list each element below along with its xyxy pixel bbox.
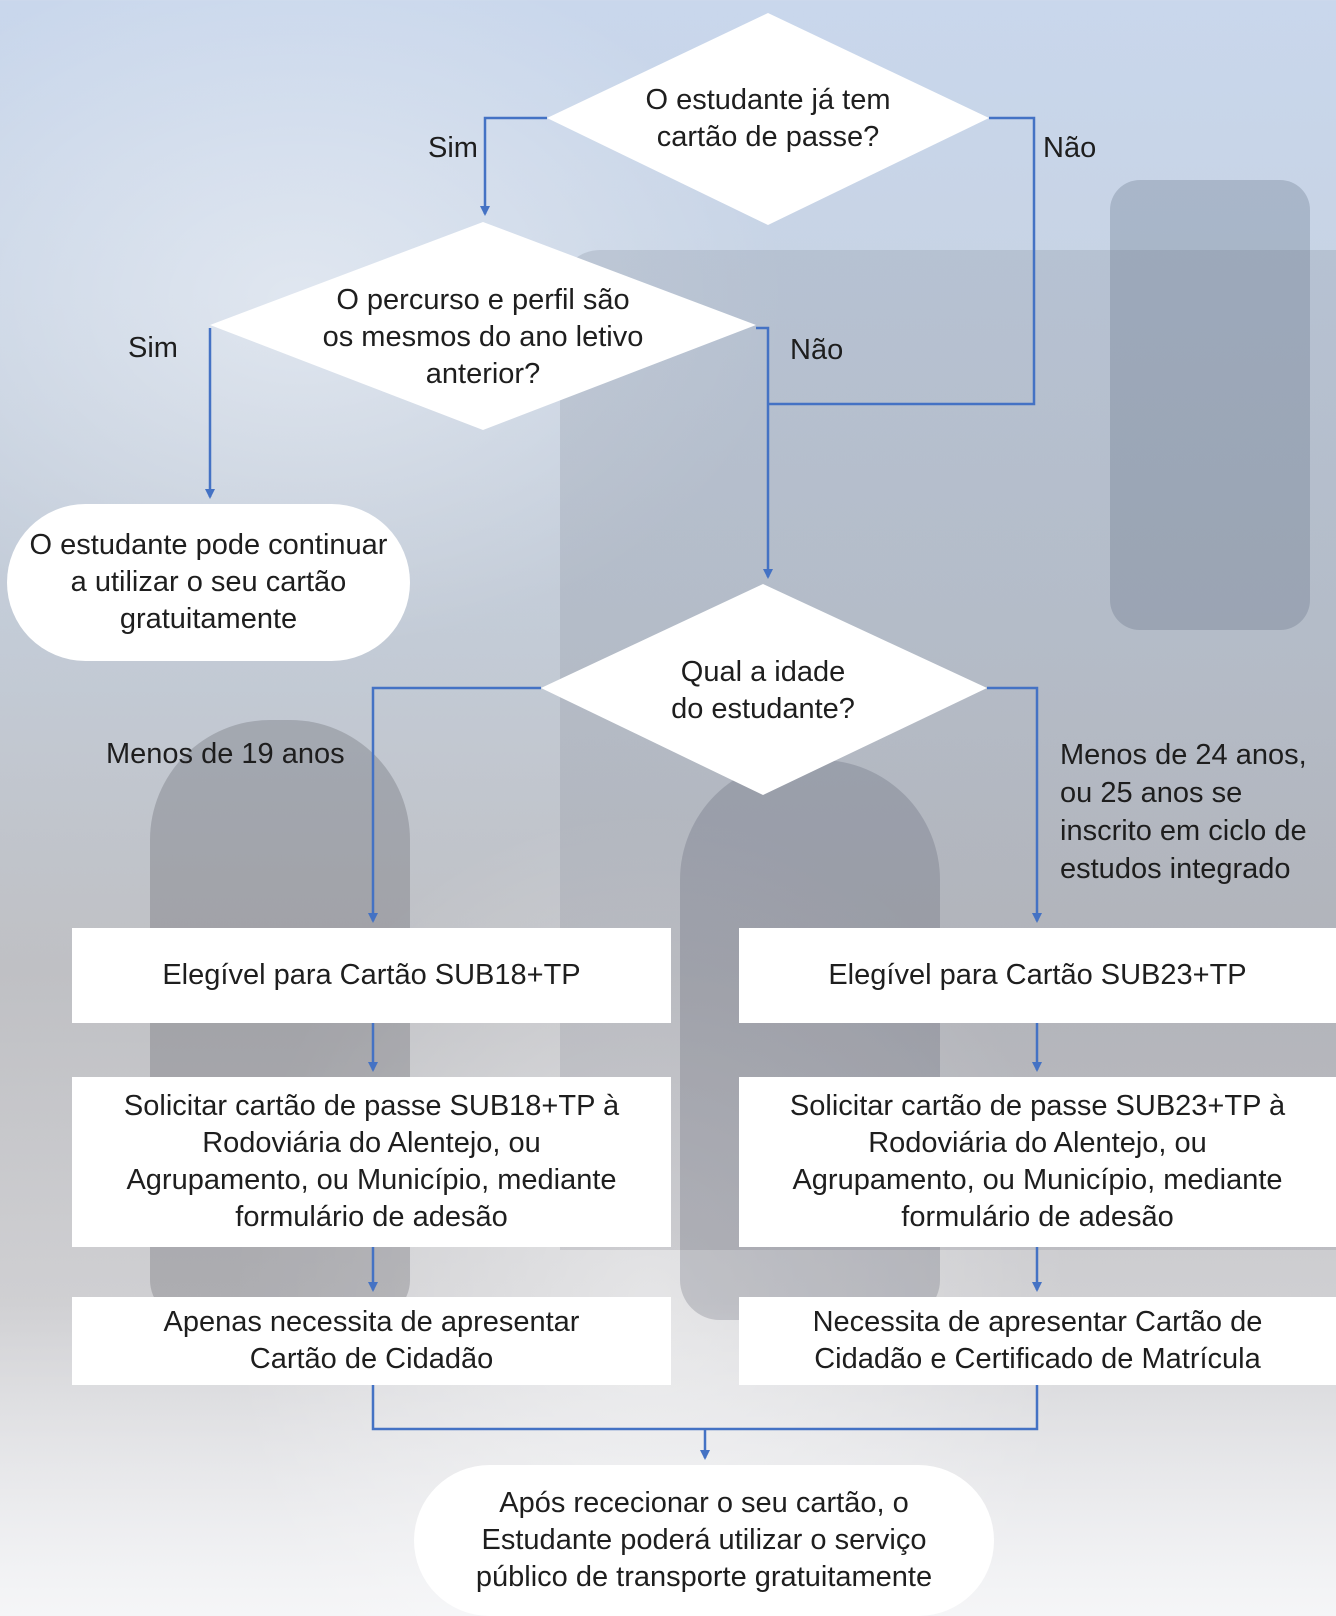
connector-same-route-no [756,326,773,579]
decision-has-card-text: O estudante já tem cartão de passe? [645,84,891,153]
terminal-final: Após rececionar o seu cartão, o Estudant… [414,1465,994,1616]
connector-has-card-no [768,116,1036,406]
edge-label-same-route-no: Não [790,334,844,366]
edge-label-has-card-yes: Sim [428,132,478,164]
decision-same-route-text: O percurso e perfil são os mesmos do ano… [322,284,644,390]
connector-merge-to-final [371,1385,1039,1431]
step-sub23-request: Solicitar cartão de passe SUB23+TP à Rod… [739,1077,1336,1247]
step-sub23-eligible: Elegível para Cartão SUB23+TP [739,928,1336,1023]
connector-age-under-24 [987,686,1042,923]
edge-label-same-route-yes: Sim [128,332,178,364]
edge-label-has-card-no: Não [1043,132,1097,164]
connector-age-under-19 [368,686,541,923]
connector-has-card-yes [480,116,547,216]
edge-label-age-under-24: Menos de 24 anos, ou 25 anos se inscrito… [1060,739,1307,885]
decision-same-route-shape [210,222,756,430]
decision-age-text: Qual a idade do estudante? [671,656,855,725]
edge-label-age-under-19: Menos de 19 anos [106,738,345,770]
step-sub18-request: Solicitar cartão de passe SUB18+TP à Rod… [72,1077,671,1247]
step-sub18-docs: Apenas necessita de apresentar Cartão de… [72,1297,671,1385]
step-sub23-docs: Necessita de apresentar Cartão de Cidadã… [739,1297,1336,1385]
terminal-continue-free: O estudante pode continuar a utilizar o … [7,504,410,661]
decision-age-shape [541,584,987,795]
step-sub18-eligible: Elegível para Cartão SUB18+TP [72,928,671,1023]
decision-has-card-shape [547,13,989,225]
